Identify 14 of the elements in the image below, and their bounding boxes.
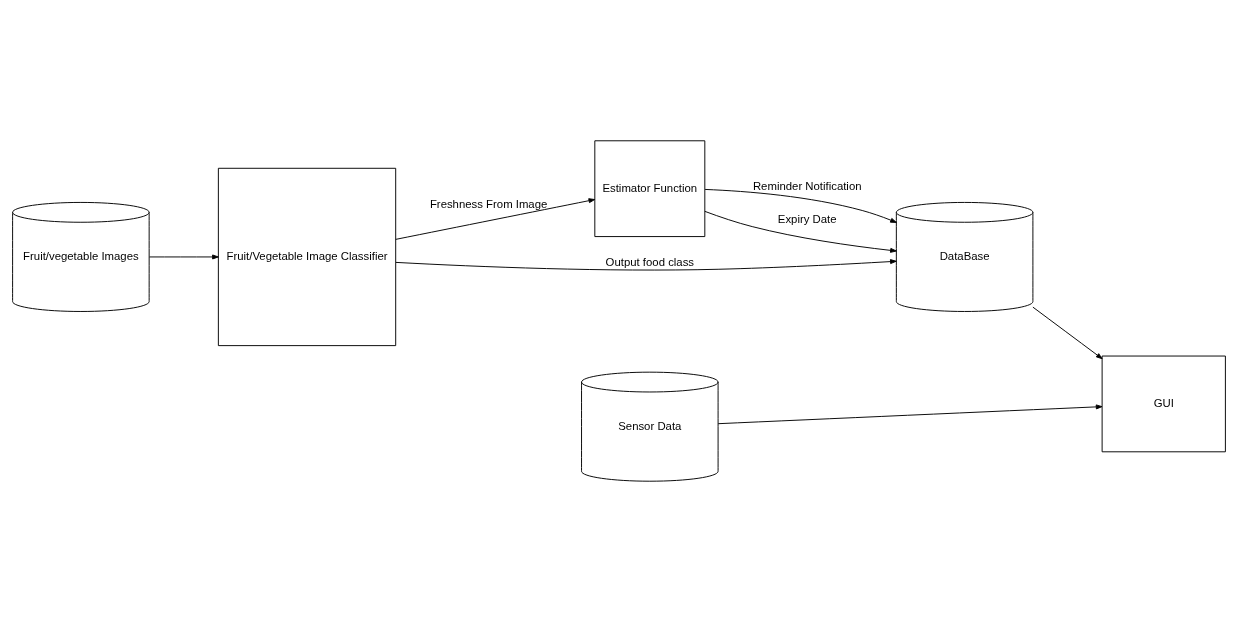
arrow (1032, 306, 1103, 359)
arrow (395, 258, 897, 271)
node-box: Estimator Function (594, 139, 706, 237)
arrow (704, 188, 897, 223)
edge-label: Freshness From Image (429, 197, 548, 210)
arrow (395, 197, 596, 240)
arrow (717, 403, 1103, 424)
node-box: GUI (1101, 355, 1226, 452)
edge-label: Output food class (605, 255, 695, 268)
edge-label: Reminder Notification (752, 179, 862, 192)
edge-label: Expiry Date (777, 212, 837, 225)
arrow (148, 254, 219, 259)
arrow (704, 210, 897, 253)
node-box: Fruit/Vegetable Image Classifier (217, 167, 397, 346)
